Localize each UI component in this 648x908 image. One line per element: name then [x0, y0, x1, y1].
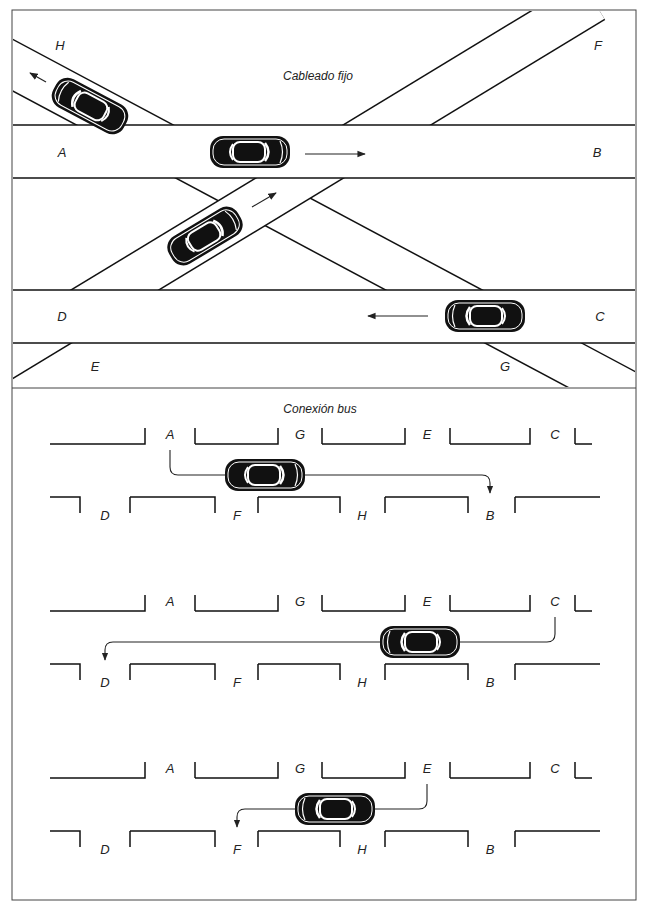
- port-letter: E: [423, 595, 432, 608]
- port-letter: C: [550, 428, 559, 441]
- port-letter: A: [58, 146, 67, 159]
- port-letter: B: [486, 676, 495, 689]
- port-letter: A: [166, 428, 175, 441]
- car: [380, 626, 460, 658]
- port-letter: E: [423, 762, 432, 775]
- section-heading: Cableado fijo: [283, 70, 353, 82]
- port-letter: H: [357, 843, 366, 856]
- bus-wall: [50, 762, 600, 847]
- port-letter: C: [595, 310, 604, 323]
- port-letter: H: [357, 509, 366, 522]
- port-letter: G: [295, 762, 305, 775]
- separator: [12, 388, 636, 389]
- bus-panel: [50, 428, 600, 513]
- port-letter: D: [100, 509, 109, 522]
- port-letter: G: [500, 360, 510, 373]
- port-letter: G: [295, 595, 305, 608]
- section-heading: Conexión bus: [283, 403, 356, 415]
- road-network: [13, 11, 635, 387]
- port-letter: C: [550, 595, 559, 608]
- bus-route: [170, 450, 490, 493]
- port-letter: G: [295, 428, 305, 441]
- bus-route: [237, 784, 427, 827]
- bus-wall: [50, 428, 600, 513]
- port-letter: F: [233, 843, 241, 856]
- port-letter: F: [233, 676, 241, 689]
- port-letter: E: [91, 360, 100, 373]
- port-letter: B: [593, 146, 602, 159]
- port-letter: F: [233, 509, 241, 522]
- port-letter: D: [100, 676, 109, 689]
- bus-panel: [50, 762, 600, 847]
- port-letter: E: [423, 428, 432, 441]
- port-letter: H: [357, 676, 366, 689]
- port-letter: A: [166, 595, 175, 608]
- bus-panel: [50, 595, 600, 680]
- port-letter: H: [55, 39, 64, 52]
- car: [225, 459, 305, 491]
- port-letter: B: [486, 843, 495, 856]
- bus-route: [105, 617, 555, 660]
- bus-panels: [50, 428, 600, 847]
- port-letter: D: [57, 310, 66, 323]
- car: [295, 793, 375, 825]
- cars-fixed: [30, 73, 525, 332]
- port-letter: C: [550, 762, 559, 775]
- port-letter: A: [166, 762, 175, 775]
- port-letter: D: [100, 843, 109, 856]
- port-letter: F: [594, 39, 602, 52]
- port-letter: B: [486, 509, 495, 522]
- bus-wall: [50, 595, 600, 680]
